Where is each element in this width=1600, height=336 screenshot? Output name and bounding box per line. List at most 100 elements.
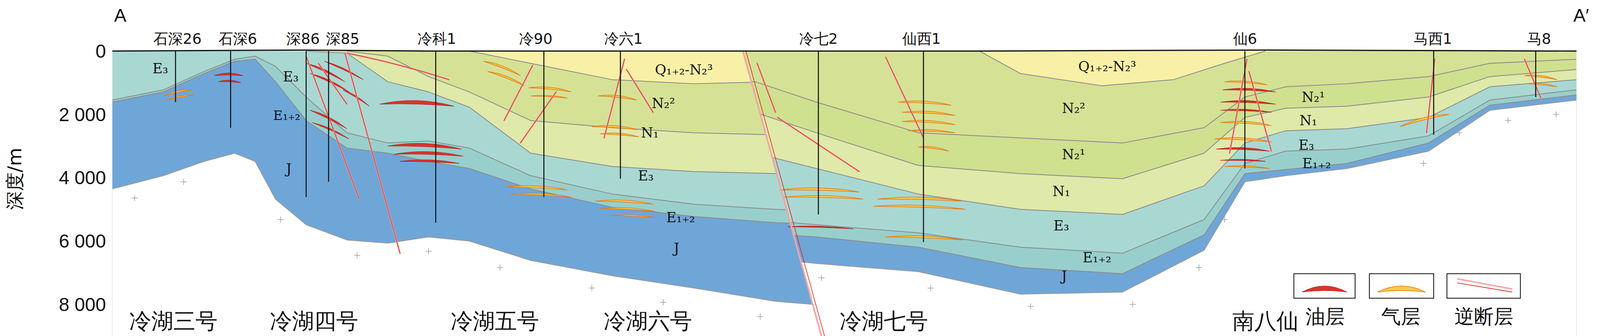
gas-layer [1214,137,1272,142]
gas-layer [530,95,568,99]
right-block [714,94,1577,336]
oil-layer [214,72,243,76]
reverse-fault [757,63,776,113]
axis-tick: 6 000 [58,231,106,251]
reverse-fault [318,63,347,105]
strata-label: J [673,240,680,255]
gas-layer [483,61,521,76]
legend-sample [1377,285,1426,293]
right-block [714,59,1577,336]
gas-layer [166,94,194,101]
reverse-fault [626,69,654,113]
right-block [714,69,1577,179]
left-block [112,51,837,336]
well-name: 仙西1 [902,31,942,47]
well-name: 深85 [325,31,360,47]
strata-label: E₁₊₂ [1302,156,1331,171]
structure-name: 冷湖四号 [269,310,359,333]
strata-label: N₁ [1052,184,1070,198]
left-block [112,51,837,336]
left-block [112,59,837,225]
gas-layer [783,195,864,200]
gas-layer [595,200,654,205]
reverse-fault [1229,59,1247,154]
oil-layer [324,61,364,80]
oil-layer [218,80,241,83]
reverse-fault [1249,71,1272,152]
well-name: 石深26 [153,31,202,47]
strata-label: E₃ [638,168,654,183]
basement-marks [131,111,1560,320]
gas-layer [1400,114,1450,127]
oil-layer [1220,159,1266,162]
right-block [714,51,1577,336]
reverse-fault [742,51,822,336]
gas-layer [597,94,637,100]
right-block [714,100,1577,336]
legend-text: 油层 [1305,306,1345,326]
legend-sample [1294,273,1356,299]
ground-surface [112,49,1577,51]
strata-label: E₁₊₂ [1082,250,1112,265]
strata-label: N₂¹ [1301,89,1325,104]
gas-layer [610,214,656,218]
strata-label: N₂¹ [1061,147,1086,162]
strata-label: E₁₊₂ [666,210,695,225]
gas-layer [1224,80,1268,85]
strata-label: N₂² [651,96,675,111]
axis-title: 深度/m [5,147,25,210]
reverse-fault [757,63,776,113]
right-block [714,89,1577,336]
gas-layer [873,204,966,210]
legend-sample [1369,273,1434,299]
reverse-fault [520,92,556,144]
strata-label: J [285,161,292,176]
gas-layer [877,196,962,201]
strata-label: Q₁₊₂-N₂³ [654,62,713,77]
right-block [714,89,1577,254]
gas-layer [505,185,568,191]
oil-layer [387,143,462,149]
structure-name: 冷湖七号 [839,310,929,333]
oil-layer [393,151,464,156]
reverse-fault [1229,59,1247,154]
axis-tick: 8 000 [58,294,106,314]
well-name: 深86 [286,31,320,47]
gas-layer [528,86,572,92]
right-block [714,59,1577,144]
legend-sample [1301,285,1347,293]
strata-label: N₁ [640,125,659,140]
reverse-fault [885,57,924,138]
well-name: 冷90 [519,31,553,47]
left-block [112,51,837,336]
reverse-fault [503,65,533,121]
left-block [112,56,837,212]
oil-layer [312,122,349,139]
gas-layer [487,71,525,86]
oil-layer [379,100,454,107]
left-block [112,51,837,336]
reverse-fault [346,53,449,80]
oil-layer [1220,109,1272,113]
gas-layer [1524,74,1558,80]
section-end-label: A [114,6,127,25]
strata-label: Q₁₊₂-N₂³ [1078,59,1137,74]
reverse-fault [746,51,825,336]
oil-layer [1216,147,1270,151]
legend-sample [1447,273,1521,299]
left-block [112,51,837,336]
legend-text: 气层 [1381,306,1421,326]
gas-layer [901,110,956,116]
right-block [714,79,1577,336]
right-block [714,100,1577,295]
reverse-fault [305,56,360,199]
reverse-fault [885,57,924,138]
strata-label: E₃ [1298,137,1315,152]
gas-layer [907,129,956,133]
structure-name: 冷湖六号 [603,310,693,333]
reverse-fault [1249,71,1272,152]
left-block [112,56,837,336]
well-name: 冷六1 [604,31,643,47]
structure-name: 冷湖三号 [129,310,218,333]
